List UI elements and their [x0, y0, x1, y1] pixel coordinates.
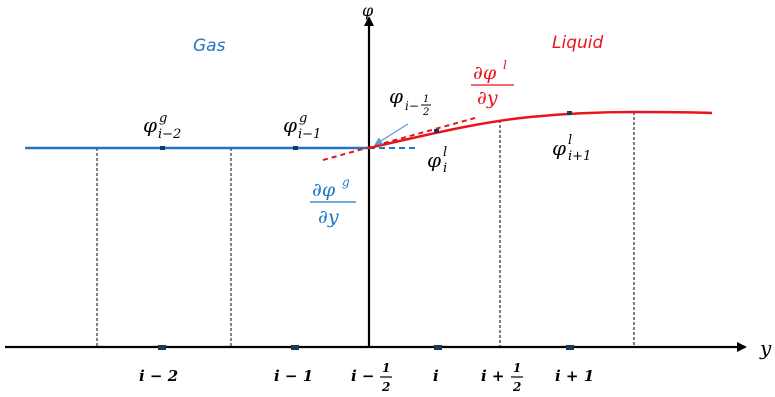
index-label-i-minus-half: i − 1 2	[351, 361, 392, 394]
x-axis-label: y	[759, 336, 772, 360]
interface-pointer-arrow	[374, 123, 409, 146]
liquid-phase-label: Liquid	[552, 33, 603, 53]
svg-text:i−: i−	[405, 99, 419, 113]
marker-phi-i	[434, 129, 439, 133]
label-phi-i-plus-1: φ l i+1	[552, 133, 591, 164]
svg-text:i +: i +	[481, 367, 505, 385]
liquid-tangent-dashed	[322, 117, 476, 161]
index-label-i-minus-2: i − 2	[139, 367, 178, 385]
label-phi-i-minus-1: φ g i−1	[283, 111, 321, 142]
svg-text:i−2: i−2	[158, 127, 181, 142]
svg-text:∂φ: ∂φ	[312, 179, 336, 201]
svg-text:l: l	[443, 145, 447, 160]
svg-text:φ: φ	[427, 148, 441, 172]
svg-text:∂φ: ∂φ	[473, 62, 497, 84]
svg-text:2: 2	[512, 380, 521, 394]
index-label-i-plus-half: i + 1 2	[481, 361, 523, 394]
marker-phi-i-minus-1	[293, 146, 298, 150]
axis-marker-i-plus-1	[566, 345, 574, 350]
axis-marker-i	[434, 345, 442, 350]
svg-text:i: i	[443, 161, 447, 176]
svg-text:∂y: ∂y	[477, 87, 498, 109]
svg-text:g: g	[342, 175, 350, 189]
svg-text:i+1: i+1	[568, 149, 591, 164]
marker-phi-i-minus-2	[160, 146, 165, 150]
y-axis-label: φ	[362, 1, 374, 20]
svg-text:g: g	[299, 111, 307, 126]
svg-text:φ: φ	[283, 113, 297, 137]
svg-text:∂y: ∂y	[318, 206, 339, 228]
label-phi-interface: φ i− 1 2	[389, 84, 431, 118]
svg-text:φ: φ	[552, 136, 566, 160]
liquid-profile-curve	[368, 110, 713, 150]
svg-text:g: g	[159, 111, 167, 126]
svg-text:l: l	[503, 58, 507, 72]
svg-text:1: 1	[513, 361, 521, 375]
index-label-i-plus-1: i + 1	[555, 367, 594, 385]
svg-text:i −: i −	[351, 367, 375, 385]
svg-text:i−1: i−1	[298, 127, 321, 142]
gas-phase-label: Gas	[193, 36, 226, 56]
liquid-derivative-label: ∂φ l ∂y	[471, 58, 514, 109]
svg-text:φ: φ	[143, 113, 157, 137]
svg-text:φ: φ	[389, 84, 403, 108]
svg-text:2: 2	[381, 380, 390, 394]
index-label-i-minus-1: i − 1	[274, 367, 313, 385]
svg-text:1: 1	[382, 361, 390, 375]
label-phi-i-minus-2: φ g i−2	[143, 111, 181, 142]
gas-derivative-label: ∂φ g ∂y	[310, 175, 356, 228]
axis-marker-i-minus-1	[291, 345, 299, 350]
marker-phi-i-plus-1	[567, 111, 572, 115]
svg-text:2: 2	[422, 107, 429, 118]
label-phi-i: φ l i	[427, 145, 447, 176]
svg-text:1: 1	[423, 94, 429, 105]
axis-marker-i-minus-2	[158, 345, 166, 350]
svg-text:l: l	[568, 133, 572, 148]
index-label-i: i	[433, 367, 439, 385]
